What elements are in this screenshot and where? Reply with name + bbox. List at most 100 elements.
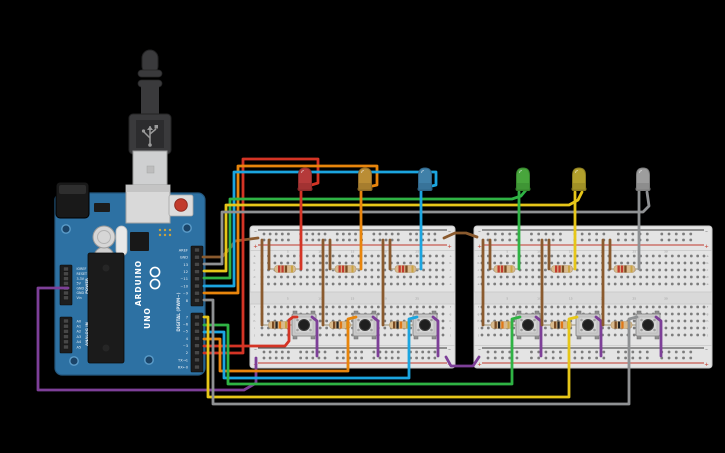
pin-socket[interactable] <box>63 334 69 339</box>
wire-btn4-green[interactable] <box>202 315 522 386</box>
wire-btn2-orange[interactable] <box>202 315 358 373</box>
pin-socket[interactable] <box>63 323 69 329</box>
wire-top-rail-link[interactable] <box>442 231 479 240</box>
infinity-icon <box>149 278 161 290</box>
pin-socket[interactable] <box>194 262 200 267</box>
breadboard-hole <box>631 356 635 360</box>
pushbutton-4[interactable] <box>515 310 541 340</box>
pin-header[interactable] <box>190 245 204 307</box>
breadboard-hole <box>595 350 598 354</box>
wire-btn5-purple[interactable] <box>594 315 603 358</box>
pin-socket[interactable] <box>63 318 69 324</box>
led-orange[interactable] <box>357 167 373 191</box>
breadboard-hole <box>652 268 655 272</box>
button-cap[interactable] <box>419 319 431 331</box>
pin-socket[interactable] <box>194 290 200 296</box>
breadboard-hole <box>551 232 555 236</box>
column-number: 20 <box>383 297 387 301</box>
resistor-10k-1[interactable] <box>261 321 297 329</box>
pin-socket[interactable] <box>194 343 200 348</box>
pin-socket[interactable] <box>63 271 69 277</box>
wire-btn3-purple[interactable] <box>431 315 440 358</box>
pin-socket[interactable] <box>63 290 69 296</box>
resistor-220-6[interactable] <box>609 265 640 273</box>
led-blue[interactable] <box>417 167 433 191</box>
voltage-regulator <box>94 203 110 212</box>
column-number: 5 <box>506 297 508 301</box>
breadboard-hole <box>696 319 699 323</box>
wire-btn5-yellow[interactable] <box>202 315 579 399</box>
pin-socket[interactable] <box>194 269 200 274</box>
led-body <box>418 167 432 191</box>
pin-socket[interactable] <box>194 364 200 370</box>
wire-btn2-purple[interactable] <box>371 315 380 358</box>
resistor-10k-4[interactable] <box>482 321 521 329</box>
resistor-220-5[interactable] <box>548 265 576 273</box>
arduino-board[interactable]: ARDUINO UNO DIGITAL (PWM~) POWER ANALOG … <box>54 181 206 376</box>
wire-led5-yellow[interactable] <box>202 190 584 273</box>
wire-led3-cyan[interactable] <box>202 170 438 288</box>
button-cap[interactable] <box>522 319 534 331</box>
wire-btn6-gray[interactable] <box>202 298 639 406</box>
wire-led2-orange[interactable] <box>202 164 379 295</box>
pin-socket[interactable] <box>194 254 200 260</box>
breadboard-hole <box>415 232 418 236</box>
wire-btn1-purple[interactable] <box>310 315 319 358</box>
pin-socket[interactable] <box>63 295 69 301</box>
pin-socket[interactable] <box>194 350 200 355</box>
pushbutton-5[interactable] <box>575 310 601 340</box>
pin-socket[interactable] <box>194 298 200 303</box>
resistor-10k-6[interactable] <box>602 321 641 329</box>
pin-socket[interactable] <box>63 281 69 286</box>
breadboard-hole <box>493 261 496 265</box>
pin-header[interactable] <box>190 312 204 373</box>
wire-led1-red[interactable] <box>202 157 320 355</box>
led-red[interactable] <box>297 167 313 191</box>
pushbutton-3[interactable] <box>412 310 438 340</box>
wire-led4-green[interactable] <box>202 188 528 280</box>
pin-socket[interactable] <box>63 329 69 334</box>
pin-socket[interactable] <box>194 247 200 253</box>
wire-bottom-rail-link[interactable] <box>444 355 481 368</box>
wire-btn6-purple[interactable] <box>654 315 663 358</box>
wire-btn3-cyan[interactable] <box>202 315 419 380</box>
resistor-10k-3[interactable] <box>382 321 418 329</box>
resistor-220-1[interactable] <box>268 265 302 273</box>
breadboard-hole <box>501 238 504 242</box>
pushbutton-2[interactable] <box>352 310 378 340</box>
pushbutton-6[interactable] <box>635 310 661 340</box>
pin-socket[interactable] <box>63 276 69 281</box>
resistor-10k-5[interactable] <box>541 321 581 329</box>
breadboard-hole <box>594 305 598 309</box>
breadboard-hole <box>696 305 699 309</box>
button-cap[interactable] <box>642 319 654 331</box>
wire-btn1-red[interactable] <box>202 315 299 348</box>
pin-socket[interactable] <box>194 321 200 327</box>
led-highlight <box>575 170 579 174</box>
breadboard-hole <box>613 333 617 337</box>
pin-socket[interactable] <box>63 344 69 350</box>
pin-socket[interactable] <box>194 357 200 363</box>
resistor-220-2[interactable] <box>329 265 362 273</box>
button-cap[interactable] <box>298 319 310 331</box>
button-cap[interactable] <box>359 319 371 331</box>
resistor-220-3[interactable] <box>389 265 422 273</box>
led-white[interactable] <box>635 167 651 191</box>
pin-socket[interactable] <box>194 329 200 334</box>
pushbutton-1[interactable] <box>291 310 317 340</box>
pin-socket[interactable] <box>63 266 69 272</box>
breadboard-hole <box>501 232 504 236</box>
pin-socket[interactable] <box>63 339 69 345</box>
button-cap[interactable] <box>582 319 594 331</box>
pin-socket[interactable] <box>194 314 200 320</box>
resistor-220-4[interactable] <box>489 265 520 273</box>
pin-socket[interactable] <box>194 276 200 282</box>
reset-button-cap[interactable] <box>174 198 188 212</box>
led-green[interactable] <box>515 167 531 191</box>
wire-led6-gray[interactable] <box>202 190 651 266</box>
pin-socket[interactable] <box>194 336 200 341</box>
led-yellow[interactable] <box>571 167 587 191</box>
pin-socket[interactable] <box>194 283 200 289</box>
usb-cable[interactable] <box>128 49 172 192</box>
